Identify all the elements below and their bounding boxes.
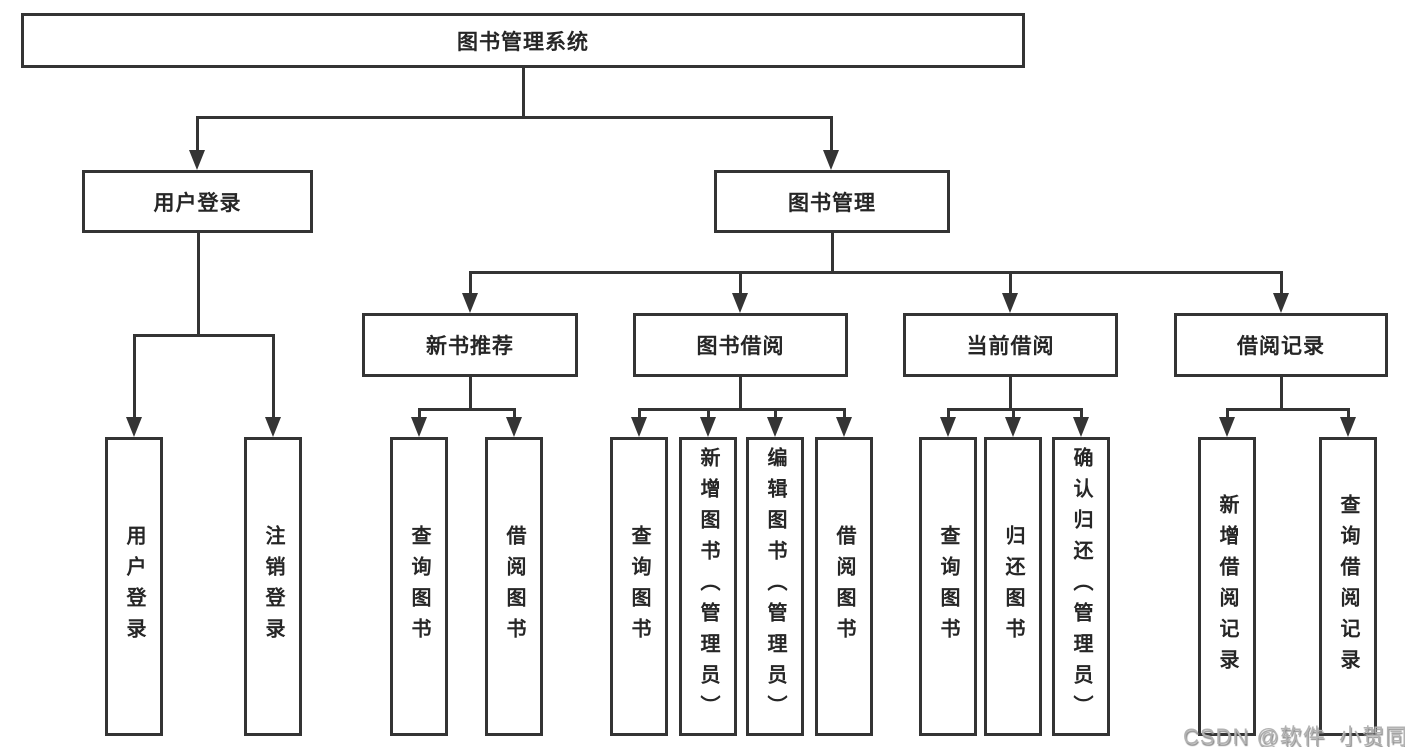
connector-hline — [196, 116, 833, 119]
leaf-add-book-admin: 新增图书（管理员） — [679, 437, 737, 736]
connector-vline — [830, 116, 833, 152]
arrow-down-icon — [1005, 417, 1021, 437]
connector-vline — [1347, 408, 1350, 419]
node-label: 归还图书 — [1002, 524, 1024, 649]
arrow-down-icon — [700, 417, 716, 437]
connector-hline — [418, 408, 516, 411]
arrow-down-icon — [836, 417, 852, 437]
leaf-query-borrow-record: 查询借阅记录 — [1319, 437, 1377, 736]
arrow-down-icon — [126, 417, 142, 437]
connector-vline — [469, 377, 472, 410]
connector-vline — [774, 408, 777, 419]
connector-vline — [739, 377, 742, 410]
node-label: 查询借阅记录 — [1337, 493, 1359, 680]
connector-hline — [133, 334, 275, 337]
arrow-down-icon — [1340, 417, 1356, 437]
node-label: 借阅图书 — [503, 524, 525, 649]
connector-vline — [1009, 377, 1012, 410]
node-label: 当前借阅 — [966, 335, 1055, 358]
connector-vline — [197, 233, 200, 336]
node-label: 用户登录 — [153, 191, 242, 215]
connector-vline — [1280, 377, 1283, 410]
node-label: 新书推荐 — [426, 335, 514, 358]
connector-vline — [1012, 408, 1015, 419]
connector-hline — [638, 408, 846, 411]
connector-vline — [418, 408, 421, 419]
node-label: 新增借阅记录 — [1216, 493, 1238, 680]
leaf-confirm-return-admin: 确认归还（管理员） — [1052, 437, 1110, 736]
arrow-down-icon — [732, 293, 748, 313]
node-label: 借阅记录 — [1237, 335, 1325, 358]
connector-vline — [469, 271, 472, 295]
node-label: 新增图书（管理员） — [697, 447, 719, 726]
node-new-book-recommendation: 新书推荐 — [362, 313, 578, 377]
leaf-query-books-recommend: 查询图书 — [390, 437, 448, 736]
node-label: 用户登录 — [123, 524, 145, 649]
arrow-down-icon — [506, 417, 522, 437]
node-label: 图书管理系统 — [457, 30, 589, 54]
node-label: 图书借阅 — [696, 335, 785, 358]
arrow-down-icon — [1073, 417, 1089, 437]
leaf-query-books-borrowing: 查询图书 — [610, 437, 668, 736]
node-label: 编辑图书（管理员） — [764, 447, 786, 726]
connector-vline — [1009, 271, 1012, 295]
node-borrowing-records: 借阅记录 — [1174, 313, 1388, 377]
leaf-borrow-books-recommend: 借阅图书 — [485, 437, 543, 736]
leaf-edit-book-admin: 编辑图书（管理员） — [746, 437, 804, 736]
connector-vline — [196, 116, 199, 152]
connector-vline — [638, 408, 641, 419]
node-label: 注销登录 — [262, 524, 284, 649]
connector-vline — [1080, 408, 1083, 419]
node-label: 查询图书 — [408, 524, 430, 649]
leaf-logout: 注销登录 — [244, 437, 302, 736]
leaf-user-login: 用户登录 — [105, 437, 163, 736]
connector-vline — [1226, 408, 1229, 419]
connector-vline — [522, 68, 525, 118]
connector-hline — [1226, 408, 1350, 411]
arrow-down-icon — [462, 293, 478, 313]
connector-vline — [947, 408, 950, 419]
connector-vline — [513, 408, 516, 419]
leaf-query-books-current: 查询图书 — [919, 437, 977, 736]
arrow-down-icon — [189, 150, 205, 170]
node-label: 借阅图书 — [833, 524, 855, 649]
arrow-down-icon — [767, 417, 783, 437]
connector-hline — [947, 408, 1083, 411]
node-book-borrowing: 图书借阅 — [633, 313, 848, 377]
connector-vline — [843, 408, 846, 419]
connector-hline — [469, 271, 1283, 274]
node-label: 图书管理 — [788, 191, 876, 215]
arrow-down-icon — [940, 417, 956, 437]
leaf-add-borrow-record: 新增借阅记录 — [1198, 437, 1256, 736]
node-label: 查询图书 — [937, 524, 959, 649]
node-book-management: 图书管理 — [714, 170, 950, 233]
arrow-down-icon — [1002, 293, 1018, 313]
node-user-login: 用户登录 — [82, 170, 313, 233]
arrow-down-icon — [411, 417, 427, 437]
connector-vline — [133, 334, 136, 419]
connector-vline — [1280, 271, 1283, 295]
node-current-borrowing: 当前借阅 — [903, 313, 1118, 377]
connector-vline — [272, 334, 275, 419]
arrow-down-icon — [1273, 293, 1289, 313]
connector-vline — [707, 408, 710, 419]
node-library-management-system: 图书管理系统 — [21, 13, 1025, 68]
arrow-down-icon — [265, 417, 281, 437]
arrow-down-icon — [1219, 417, 1235, 437]
arrow-down-icon — [823, 150, 839, 170]
csdn-watermark: CSDN @软件_小贺同学 — [1183, 724, 1405, 747]
node-label: 确认归还（管理员） — [1070, 447, 1092, 726]
arrow-down-icon — [631, 417, 647, 437]
connector-vline — [739, 271, 742, 295]
connector-vline — [831, 233, 834, 273]
node-label: 查询图书 — [628, 524, 650, 649]
leaf-borrow-books-borrowing: 借阅图书 — [815, 437, 873, 736]
leaf-return-book: 归还图书 — [984, 437, 1042, 736]
